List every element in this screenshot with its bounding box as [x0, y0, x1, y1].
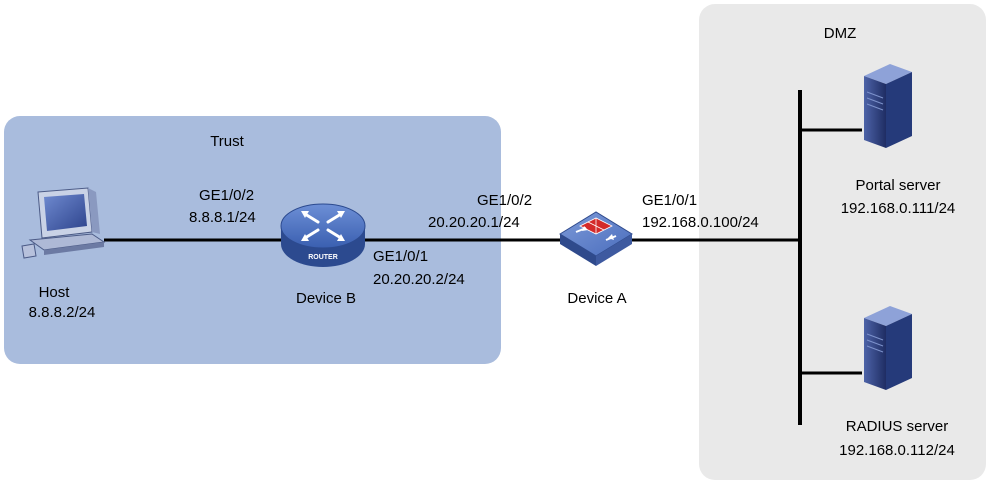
router-icon-text: ROUTER: [308, 254, 338, 261]
server-icon-portal: [864, 64, 912, 148]
dmz-zone-label: DMZ: [824, 25, 857, 42]
firewall-icon: [559, 211, 633, 266]
device-b-name: Device B: [296, 290, 356, 307]
trust-zone-label: Trust: [210, 133, 244, 150]
device-a-ge101-port: GE1/0/1: [642, 192, 697, 209]
pc-icon: [21, 187, 106, 259]
router-icon: ROUTER: [280, 203, 366, 267]
dmz-zone: [699, 4, 986, 480]
server-icon-radius: [864, 306, 912, 390]
device-b-ge101-ip: 20.20.20.2/24: [373, 271, 465, 288]
radius-server-name: RADIUS server: [846, 418, 949, 435]
device-b-ge102-port: GE1/0/2: [199, 187, 254, 204]
device-a-ge101-ip: 192.168.0.100/24: [642, 214, 759, 231]
portal-server-ip: 192.168.0.111/24: [841, 200, 956, 217]
host-ip: 8.8.8.2/24: [29, 304, 96, 321]
device-b-ge102-ip: 8.8.8.1/24: [189, 209, 256, 226]
device-a-ge102-ip: 20.20.20.1/24: [428, 214, 520, 231]
host-name: Host: [39, 284, 71, 301]
device-a-name: Device A: [567, 290, 626, 307]
device-a-ge102-port: GE1/0/2: [477, 192, 532, 209]
portal-server-name: Portal server: [855, 177, 940, 194]
device-b-ge101-port: GE1/0/1: [373, 248, 428, 265]
radius-server-ip: 192.168.0.112/24: [839, 442, 955, 459]
